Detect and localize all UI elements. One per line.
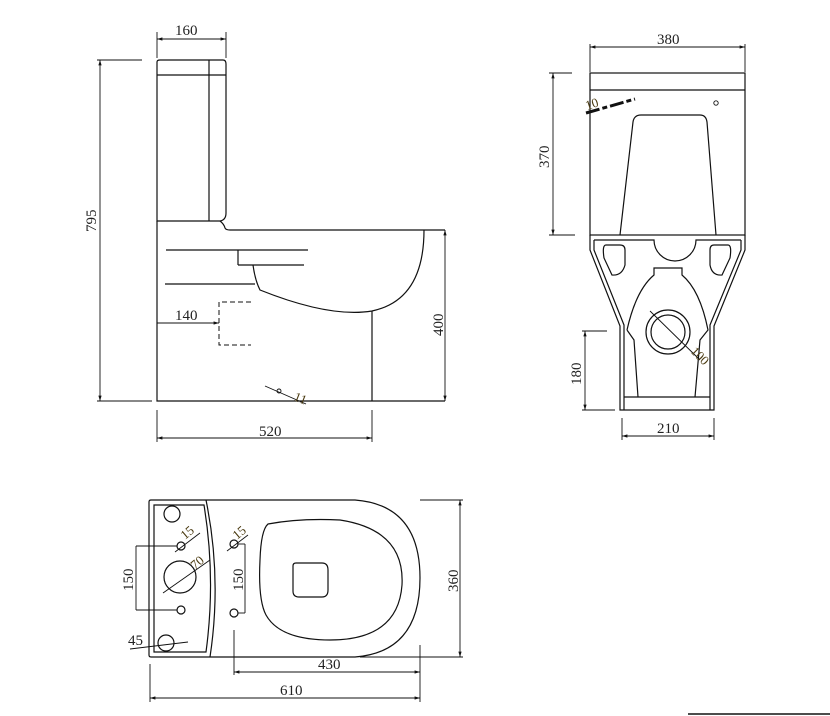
front-view: 10 100 380 370 180 210 <box>537 32 746 440</box>
dim-pan-height: 400 <box>431 314 447 337</box>
dim-width-360: 360 <box>446 570 462 593</box>
dim-fixing-hole: 11 <box>292 389 309 408</box>
top-outline <box>148 499 421 658</box>
dim-outlet-height: 140 <box>175 308 198 324</box>
top-view: 15 70 15 45 150 150 360 430 610 <box>121 499 463 702</box>
dim-seat-hole-spacing: 150 <box>231 569 247 592</box>
side-view: 140 160 795 400 520 11 <box>84 23 447 442</box>
dim-flush-hole-diameter: 70 <box>187 552 207 572</box>
dim-cistern-hole-size: 15 <box>177 522 197 542</box>
dim-outlet-centre-height: 180 <box>569 363 585 386</box>
dim-corner-hole-offset: 45 <box>128 633 143 649</box>
dim-base-length: 520 <box>259 424 282 440</box>
dim-cistern-hole-spacing: 150 <box>121 569 137 592</box>
dim-seat-hole-size: 15 <box>229 522 249 542</box>
dim-total-height: 795 <box>84 210 100 233</box>
dim-width: 380 <box>657 32 680 48</box>
pan-outline <box>156 220 445 402</box>
dim-cistern-height: 370 <box>537 146 553 169</box>
pan-front-outline <box>589 235 746 411</box>
dim-inlet-size: 10 <box>583 95 600 113</box>
seat-outline <box>259 518 403 641</box>
dim-outlet-diameter: 100 <box>688 344 712 368</box>
dim-base-width: 210 <box>657 421 680 437</box>
dim-cistern-depth: 160 <box>175 23 198 39</box>
outlet-dashed <box>218 301 251 346</box>
cistern-taper <box>619 114 717 236</box>
dim-total-length: 610 <box>280 683 303 699</box>
cistern-outline <box>156 59 227 222</box>
dim-bowl-length: 430 <box>318 657 341 673</box>
bowl-curve <box>252 229 425 313</box>
